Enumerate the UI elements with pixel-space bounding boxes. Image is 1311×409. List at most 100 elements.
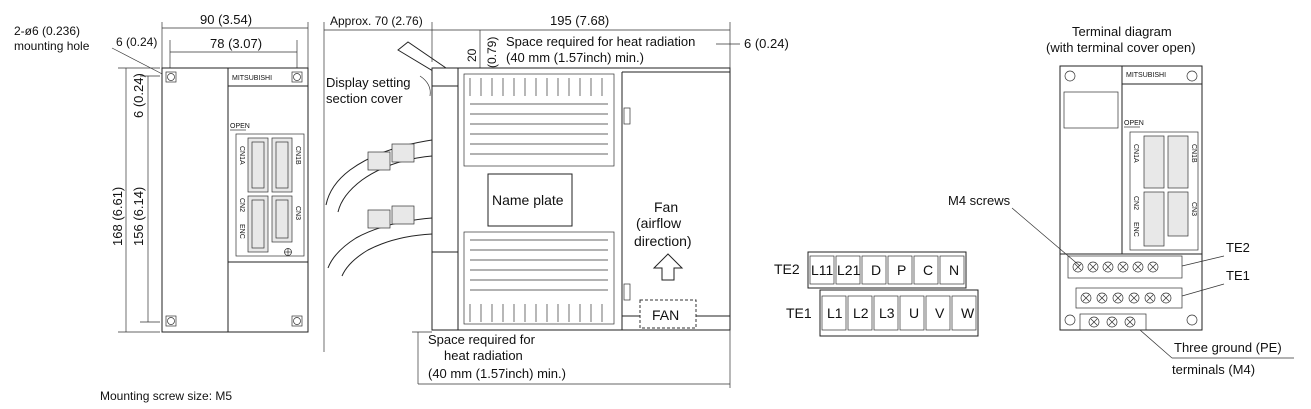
heat-bot-2: heat radiation xyxy=(444,348,523,363)
terminal-cell-label: P xyxy=(897,262,906,278)
screw-icon xyxy=(1106,316,1118,328)
connector-cn3 xyxy=(271,195,293,243)
m4-label: M4 screws xyxy=(948,193,1011,208)
dim-offset-right: 6 (0.24) xyxy=(744,36,789,51)
screw-slot xyxy=(1089,263,1097,271)
terminal-cell-label: W xyxy=(961,305,975,321)
screw-slot xyxy=(1074,263,1082,271)
terminal-cell-label: L2 xyxy=(853,305,869,321)
mounting-hole-icon xyxy=(1064,70,1198,326)
diagram-label-enc: ENC xyxy=(1132,222,1139,237)
screw-icon xyxy=(1088,316,1100,328)
connector-cn1b xyxy=(271,137,293,193)
diagram-te2: TE2 xyxy=(1226,240,1250,255)
diagram-connector-cn2 xyxy=(1143,191,1165,247)
terminal-diagram: Terminal diagram (with terminal cover op… xyxy=(948,24,1294,377)
ground-label-2: terminals (M4) xyxy=(1172,362,1255,377)
connector-cn2 xyxy=(247,195,269,253)
dim-width-total: 90 (3.54) xyxy=(200,12,252,27)
diagram-label-cn2: CN2 xyxy=(1132,196,1139,210)
heat-top-2: (40 mm (1.57inch) min.) xyxy=(506,50,644,65)
airflow-arrow-icon xyxy=(652,253,684,281)
hole-leader xyxy=(111,47,171,79)
screw-slot xyxy=(1114,294,1122,302)
terminal-cell-label: N xyxy=(949,262,959,278)
front-brand: MITSUBISHI xyxy=(232,75,272,82)
screw-icon xyxy=(1147,261,1159,273)
cable-icon xyxy=(325,139,433,277)
terminal-cell xyxy=(899,295,925,331)
screw-slot xyxy=(1146,294,1154,302)
fan-label-1: Fan xyxy=(654,199,678,215)
screw-icon xyxy=(1087,261,1099,273)
screw-slot xyxy=(1134,263,1142,271)
heat-sink-fins-bottom xyxy=(463,231,615,325)
front-view: 2-ø6 (0.236) mounting hole 90 (3.54) 78 … xyxy=(14,12,309,403)
dim-height-holes: 156 (6.14) xyxy=(131,187,146,246)
heat-sink-fins-top xyxy=(463,73,615,167)
dim-offset-left: 6 (0.24) xyxy=(116,35,157,49)
mounting-screw: Mounting screw size: M5 xyxy=(100,389,232,403)
screw-slot xyxy=(1090,318,1098,326)
ground-icon xyxy=(284,248,292,256)
name-plate-label: Name plate xyxy=(492,192,564,208)
dim-offset-top: 6 (0.24) xyxy=(131,73,146,118)
screw-slot xyxy=(1126,318,1134,326)
screw-icon xyxy=(1117,261,1129,273)
screw-icon xyxy=(1160,292,1172,304)
screw-icon xyxy=(1096,292,1108,304)
terminal-cell-label: L3 xyxy=(879,305,895,321)
terminal-cell-label: L11 xyxy=(811,262,834,278)
terminal-cell xyxy=(835,255,861,285)
heat-sink-fin-lines xyxy=(469,78,608,322)
screw-slot xyxy=(1104,263,1112,271)
screw-icon xyxy=(1132,261,1144,273)
te1-label: TE1 xyxy=(786,305,812,321)
label-cn3: CN3 xyxy=(294,206,301,220)
label-cn1b: CN1B xyxy=(294,146,301,165)
screw-icon xyxy=(1124,316,1136,328)
fan-label-2: (airflow xyxy=(636,215,682,231)
ground-label-1: Three ground (PE) xyxy=(1174,340,1282,355)
terminal-cell-label: V xyxy=(935,305,945,321)
terminal-cell xyxy=(873,295,899,331)
screw-icon xyxy=(1128,292,1140,304)
diagram-brand: MITSUBISHI xyxy=(1126,72,1166,79)
terminal-cell xyxy=(887,255,913,285)
screw-slot xyxy=(1082,294,1090,302)
terminal-cell xyxy=(939,255,965,285)
label-cn1a: CN1A xyxy=(238,146,245,165)
diagram-open: OPEN xyxy=(1124,120,1144,127)
hole-label-2: mounting hole xyxy=(14,39,90,53)
screw-slot xyxy=(1098,294,1106,302)
terminal-cell xyxy=(951,295,977,331)
screw-icon xyxy=(1112,292,1124,304)
connector-cn1a xyxy=(247,137,269,193)
fan-box-label: FAN xyxy=(652,307,679,323)
screw-slot xyxy=(1149,263,1157,271)
diagram-label-cn1a: CN1A xyxy=(1132,144,1139,163)
label-enc: ENC xyxy=(238,224,245,239)
dim-gap-1: 20 xyxy=(465,48,479,62)
diagram-te1: TE1 xyxy=(1226,268,1250,283)
screw-icon xyxy=(1072,261,1084,273)
diagram-pe-screws xyxy=(1088,316,1136,328)
diagram-te2-screws xyxy=(1072,261,1159,273)
fan-box xyxy=(639,299,697,329)
diagram-connector-area xyxy=(1129,131,1199,251)
dim-width-holes: 78 (3.07) xyxy=(210,36,262,51)
te2-label: TE2 xyxy=(774,261,800,277)
connector-area xyxy=(235,133,305,257)
terminal-cell xyxy=(847,295,873,331)
terminal-cell-label: L1 xyxy=(827,305,843,321)
fan-label-3: direction) xyxy=(634,233,692,249)
terminal-cell-label: C xyxy=(923,262,933,278)
terminal-cell xyxy=(925,295,951,331)
heat-bot-3: (40 mm (1.57inch) min.) xyxy=(428,366,566,381)
diagram-title-2: (with terminal cover open) xyxy=(1046,40,1196,55)
label-cn2: CN2 xyxy=(238,198,245,212)
side-view: Approx. 70 (2.76) 195 (7.68) 20 (0.79) S… xyxy=(323,13,789,388)
te1-block xyxy=(819,289,979,337)
